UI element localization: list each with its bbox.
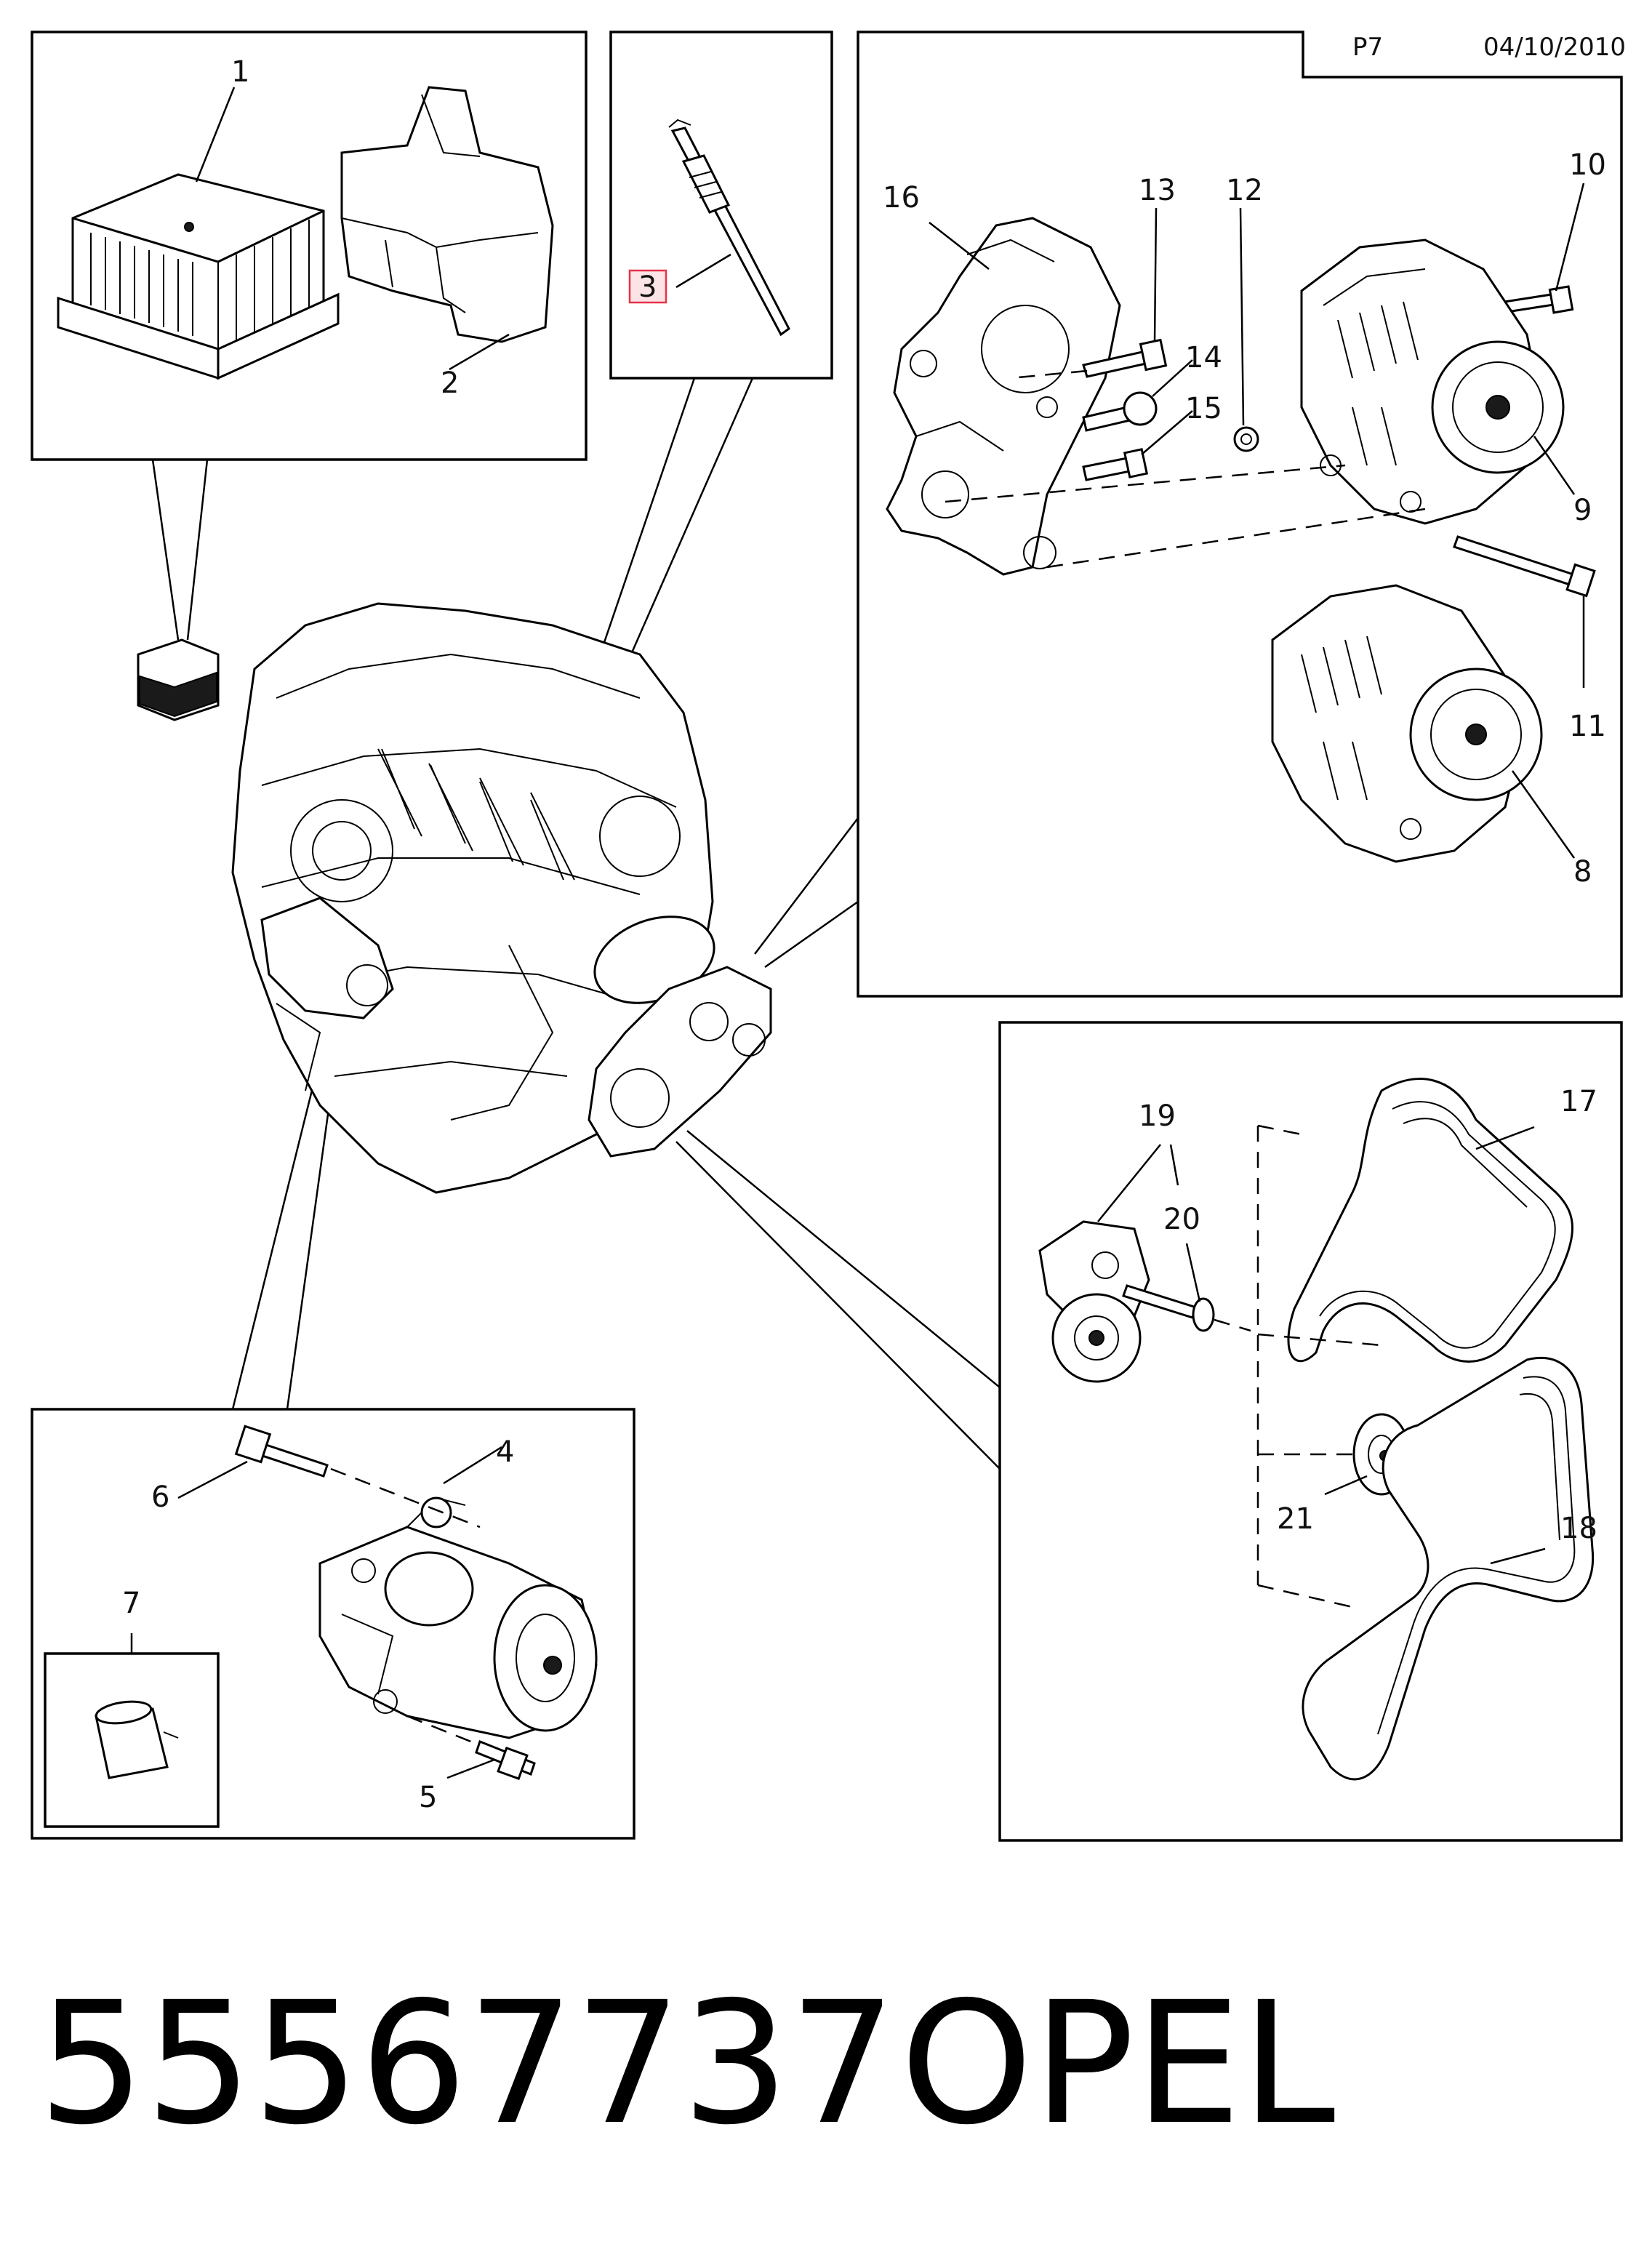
tensioner-bolt-20 bbox=[1122, 1284, 1251, 1332]
callout-13: 13 bbox=[1139, 174, 1176, 207]
engine-assembly bbox=[137, 602, 772, 1194]
alternator-dash-lines bbox=[945, 369, 1426, 569]
callout-4: 4 bbox=[496, 1435, 514, 1469]
inset-belt-box bbox=[998, 1021, 1623, 1842]
bolt-13 bbox=[1082, 338, 1168, 378]
callout-16: 16 bbox=[883, 181, 920, 215]
bolt-14 bbox=[1082, 391, 1158, 432]
diagram-date: 04/10/2010 bbox=[1483, 33, 1626, 62]
callout-3-highlight bbox=[628, 269, 667, 304]
bolt-15 bbox=[1082, 448, 1149, 481]
callout-19: 19 bbox=[1139, 1099, 1176, 1133]
alternator-9 bbox=[1300, 239, 1565, 525]
callout-labels: 1 2 3 4 5 6 7 8 9 10 11 12 13 14 15 16 1… bbox=[122, 55, 1606, 1814]
belt-17 bbox=[1287, 1078, 1573, 1363]
glow-plug-relay-module bbox=[57, 173, 340, 380]
callout-17: 17 bbox=[1560, 1085, 1597, 1118]
callout-3: 3 bbox=[638, 271, 657, 304]
callout-8: 8 bbox=[1573, 855, 1592, 889]
callout-7: 7 bbox=[122, 1587, 140, 1620]
callout-14: 14 bbox=[1185, 341, 1222, 374]
brand-name: OPEL bbox=[900, 1965, 1335, 2162]
bolt-6 bbox=[234, 1424, 481, 1528]
callout-1: 1 bbox=[231, 55, 249, 89]
page-code: P7 bbox=[1352, 33, 1383, 62]
callout-10: 10 bbox=[1569, 148, 1606, 182]
callout-9: 9 bbox=[1573, 494, 1592, 527]
alternator-8 bbox=[1271, 584, 1543, 863]
nut-12 bbox=[1233, 426, 1259, 452]
relay-bracket bbox=[340, 86, 554, 343]
callout-12: 12 bbox=[1226, 174, 1263, 207]
glow-plug bbox=[668, 119, 790, 337]
inset-alternator-box bbox=[857, 31, 1623, 998]
belt-18 bbox=[1302, 1357, 1595, 1781]
bolt-11 bbox=[1453, 535, 1596, 598]
callout-21: 21 bbox=[1277, 1502, 1314, 1536]
belt-dash-lines bbox=[1256, 1124, 1382, 1608]
callout-leaders bbox=[130, 87, 1585, 1779]
callout-15: 15 bbox=[1185, 392, 1222, 425]
alternator-bracket bbox=[886, 217, 1121, 576]
part-number: 55567737 bbox=[38, 1965, 897, 2162]
callout-11: 11 bbox=[1569, 710, 1606, 743]
callout-20: 20 bbox=[1163, 1203, 1200, 1236]
starter-motor bbox=[318, 1496, 598, 1739]
stud-5 bbox=[406, 1715, 536, 1781]
callout-18: 18 bbox=[1560, 1512, 1597, 1545]
callout-2: 2 bbox=[441, 366, 459, 400]
inset-relay-box bbox=[31, 31, 588, 461]
callout-5: 5 bbox=[419, 1781, 437, 1814]
bushing-7 bbox=[95, 1700, 179, 1779]
inset-glow-plug-box bbox=[609, 31, 833, 380]
callout-6: 6 bbox=[151, 1480, 169, 1514]
inset-starter-box bbox=[31, 1408, 635, 1840]
belt-tensioner bbox=[1038, 1220, 1150, 1383]
